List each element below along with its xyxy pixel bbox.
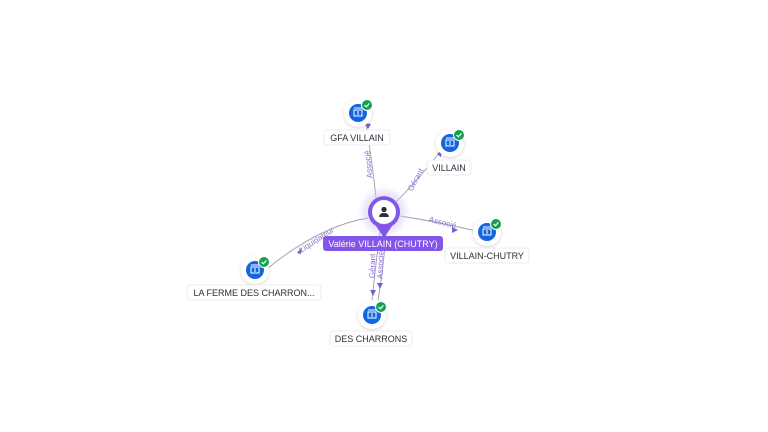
building-icon — [353, 107, 363, 117]
verified-check-icon — [361, 99, 373, 111]
edge-label-villain: Gérant — [406, 166, 426, 193]
company-label-des-charrons[interactable]: DES CHARRONS — [329, 330, 413, 347]
verified-check-icon — [375, 301, 387, 313]
company-label-gfa-villain[interactable]: GFA VILLAIN — [323, 129, 391, 146]
company-label-villain[interactable]: VILLAIN — [426, 159, 472, 176]
person-label[interactable]: Valérie VILLAIN (CHUTRY) — [323, 236, 443, 251]
edge-ferme-arrow — [297, 247, 302, 254]
edge-ferme — [267, 217, 369, 269]
edge-label-gfa: Associé — [363, 149, 375, 178]
edge-chutry-arrow — [452, 227, 458, 233]
company-node-villain[interactable] — [436, 129, 465, 157]
person-node[interactable] — [362, 190, 406, 238]
svg-text:DES CHARRONS: DES CHARRONS — [335, 334, 408, 344]
company-label-villain-chutry[interactable]: VILLAIN-CHUTRY — [444, 247, 530, 264]
edge-charrons-arrow-1 — [370, 290, 376, 296]
svg-text:LA FERME DES CHARRON...: LA FERME DES CHARRON... — [193, 288, 314, 298]
company-node-villain-chutry[interactable] — [473, 218, 502, 246]
edge-label-chutry: Associé — [428, 215, 458, 231]
edge-villain-chutry — [399, 215, 481, 233]
building-icon — [250, 264, 260, 274]
svg-text:Valérie VILLAIN (CHUTRY): Valérie VILLAIN (CHUTRY) — [328, 239, 437, 249]
person-icon — [379, 206, 389, 217]
edge-charrons-arrow-2 — [377, 283, 383, 289]
building-icon — [482, 226, 492, 236]
company-label-la-ferme[interactable]: LA FERME DES CHARRON... — [186, 284, 322, 301]
company-node-des-charrons[interactable] — [358, 301, 387, 329]
company-node-la-ferme[interactable] — [241, 256, 270, 284]
svg-text:GFA VILLAIN: GFA VILLAIN — [330, 133, 384, 143]
verified-check-icon — [258, 256, 270, 268]
edge-label-charrons-1: Gérant — [368, 253, 378, 279]
svg-text:VILLAIN-CHUTRY: VILLAIN-CHUTRY — [450, 251, 524, 261]
svg-text:VILLAIN: VILLAIN — [432, 163, 466, 173]
verified-check-icon — [453, 129, 465, 141]
verified-check-icon — [490, 218, 502, 230]
building-icon — [445, 137, 455, 147]
edge-label-charrons-2: Associé — [376, 250, 386, 279]
edge-gfa-arrow — [365, 123, 371, 129]
company-node-gfa-villain[interactable] — [344, 99, 373, 127]
edges: Associé Gérant Associé Gérant Associé Li… — [267, 123, 481, 301]
building-icon — [367, 309, 377, 319]
